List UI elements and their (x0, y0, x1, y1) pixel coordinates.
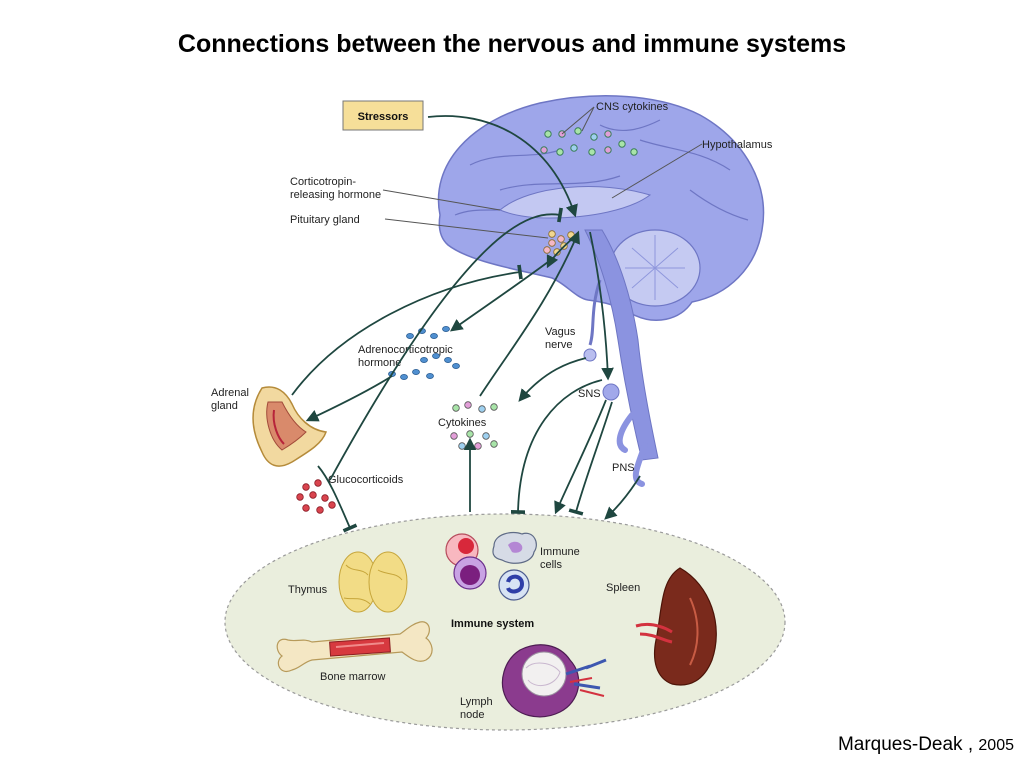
cytokine-dots (450, 401, 498, 450)
acth-label-line1: Adrenocorticotropic (358, 344, 453, 356)
cns-cytokines-label: CNS cytokines (596, 101, 669, 113)
acth-dots (388, 325, 460, 380)
stressors-box: Stressors (342, 100, 424, 131)
pns-label: PNS (612, 462, 635, 474)
adrenal-gland (252, 386, 328, 467)
spleen-label: Spleen (606, 582, 640, 594)
citation-year: 2005 (978, 737, 1014, 754)
vagus-nerve-label-line1: Vagus (545, 326, 576, 338)
lymph-node-label-line2: node (460, 709, 484, 721)
hypothalamus-label: Hypothalamus (702, 139, 773, 151)
stressors-label: Stressors (358, 111, 409, 123)
adrenal-gland-label-line2: gland (211, 400, 238, 412)
citation-author: Marques-Deak , (837, 734, 974, 755)
crh-label-line2: releasing hormone (290, 189, 381, 201)
immune-cells (445, 531, 537, 601)
leader-lines (382, 106, 703, 239)
cytokines-label: Cytokines (438, 417, 487, 429)
lymph-node (501, 644, 607, 718)
glucocorticoids-label: Glucocorticoids (328, 474, 404, 486)
immune-cells-label-line1: Immune (540, 546, 580, 558)
bone-marrow-label: Bone marrow (320, 671, 385, 683)
lymph-node-label-line1: Lymph (460, 696, 493, 708)
adrenal-gland-label-line1: Adrenal (211, 387, 249, 399)
slide-title: Connections between the nervous and immu… (177, 30, 847, 58)
brain (437, 95, 765, 487)
sns-ganglion (602, 383, 620, 401)
thymus (338, 551, 408, 613)
pituitary-gland-label: Pituitary gland (290, 214, 360, 226)
glucocorticoid-dots (296, 479, 336, 514)
spleen (635, 567, 717, 686)
vagus-nerve-node (583, 348, 597, 362)
immune-cells-label-line2: cells (540, 559, 563, 571)
thymus-label: Thymus (288, 584, 328, 596)
citation: Marques-Deak , 2005 (838, 734, 1014, 756)
sns-label: SNS (578, 388, 601, 400)
vagus-nerve-label-line2: nerve (545, 339, 573, 351)
immune-system-label: Immune system (451, 618, 534, 630)
bone-marrow (276, 621, 433, 672)
crh-label-line1: Corticotropin- (290, 176, 356, 188)
acth-label-line2: hormone (358, 357, 401, 369)
cns-cytokine-dots (540, 127, 638, 156)
pathway-arrows (291, 115, 641, 533)
